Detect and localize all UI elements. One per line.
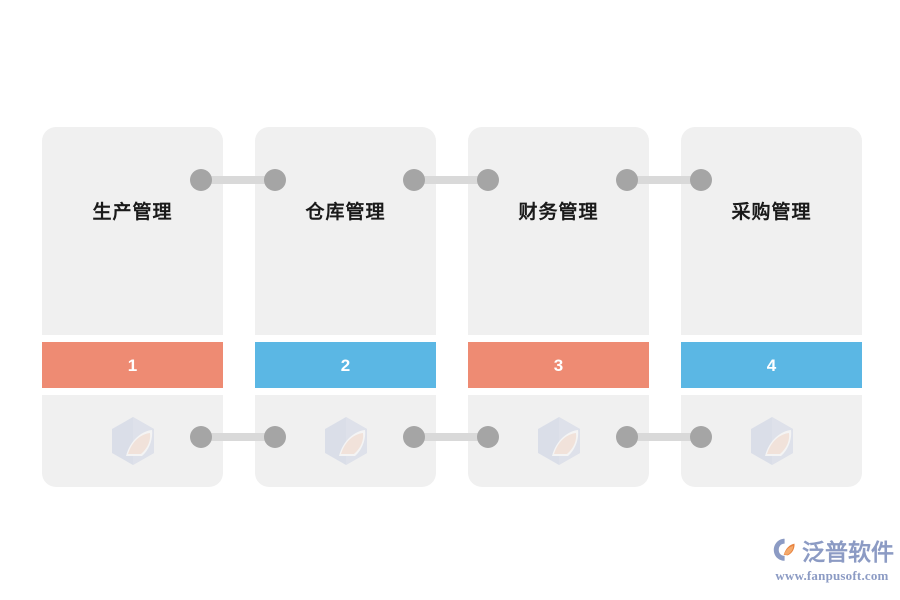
connector-top-2-3 [403,169,499,191]
connector-bottom-3-4 [616,426,712,448]
brand-watermark-row: 泛普软件 [772,536,894,568]
card-footer-panel [42,395,223,487]
connector-bar [624,433,704,441]
card-header-panel: 采购管理 [681,127,862,335]
connector-top-1-2 [190,169,286,191]
connector-dot-left [616,426,638,448]
process-card-1[interactable]: 生产管理 1 [42,127,223,487]
connector-dot-right [690,169,712,191]
card-title: 财务管理 [518,202,599,223]
connector-top-3-4 [616,169,712,191]
connector-dot-right [264,169,286,191]
fanpu-hexagon-logo-icon [745,414,799,468]
fanpu-hexagon-logo-icon [319,414,373,468]
brand-url: www.fanpusoft.com [775,568,889,583]
connector-dot-right [690,426,712,448]
fanpu-brand-logo-icon [772,536,799,568]
card-header-panel: 生产管理 [42,127,223,335]
card-number: 3 [553,355,564,375]
connector-bar [624,176,704,184]
connector-dot-right [477,426,499,448]
connector-bottom-1-2 [190,426,286,448]
connector-dot-left [190,426,212,448]
connector-bottom-2-3 [403,426,499,448]
connector-dot-left [616,169,638,191]
card-number: 1 [127,355,138,375]
card-number: 2 [340,355,351,375]
fanpu-hexagon-logo-icon [106,414,160,468]
card-title: 采购管理 [731,202,812,223]
connector-dot-right [477,169,499,191]
connector-bar [411,433,491,441]
card-number-bar: 3 [468,342,649,388]
connector-bar [411,176,491,184]
card-number-bar: 1 [42,342,223,388]
card-header-panel: 仓库管理 [255,127,436,335]
brand-name: 泛普软件 [802,539,894,565]
process-card-2[interactable]: 仓库管理 2 [255,127,436,487]
card-title: 仓库管理 [305,202,386,223]
brand-watermark: 泛普软件 www.fanpusoft.com [772,536,894,588]
connector-dot-left [403,426,425,448]
card-number-bar: 2 [255,342,436,388]
connector-dot-left [403,169,425,191]
card-header-panel: 财务管理 [468,127,649,335]
connector-bar [198,176,278,184]
card-number: 4 [766,355,777,375]
fanpu-hexagon-logo-icon [532,414,586,468]
connector-dot-left [190,169,212,191]
card-title: 生产管理 [92,202,173,223]
card-number-bar: 4 [681,342,862,388]
connector-bar [198,433,278,441]
connector-dot-right [264,426,286,448]
